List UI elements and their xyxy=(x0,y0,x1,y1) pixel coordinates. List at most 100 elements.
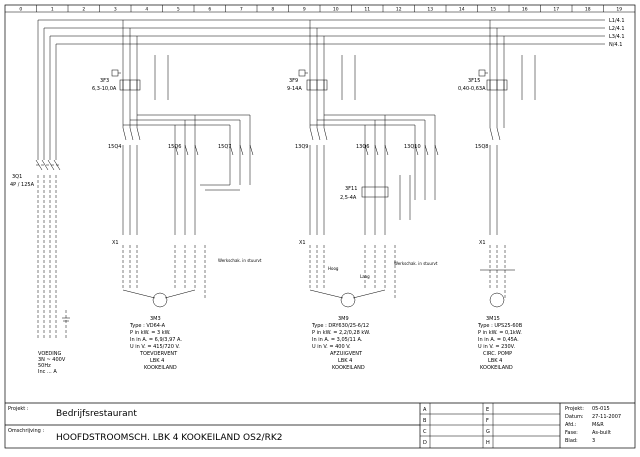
supply-label-3: 50Hz xyxy=(38,363,51,369)
group-2-spec-1: Type : DRY630/25-6/12 xyxy=(311,323,369,329)
supply-label-1: VOEDING xyxy=(38,351,61,357)
group-2-spec-3: In in A. = 3,05/11 A. xyxy=(312,337,363,343)
info-label-dept: Afd.: xyxy=(565,422,577,428)
bus-label-l3: L3/4.1 xyxy=(609,34,625,40)
group-2-protection-tag: 3F9 xyxy=(289,78,298,84)
group-2-spec-2: P in kW. = 2,2/0,28 kW. xyxy=(312,330,371,336)
group-1-protection-range: 6,3-10,0A xyxy=(92,86,117,92)
bus-label-l2: L2/4.1 xyxy=(609,26,625,32)
group-1-panel: LBK 4 xyxy=(150,358,164,364)
column-number: 5 xyxy=(177,7,180,13)
group-2-wiring xyxy=(298,20,439,308)
bus-lines xyxy=(38,19,605,45)
group-2-extra-tag: 3F11 xyxy=(345,186,357,192)
group-3-protection-range: 0,40-0,63A xyxy=(458,86,486,92)
group-1-location: KOOKEILAND xyxy=(144,365,177,371)
column-number: 15 xyxy=(490,7,496,13)
supply-label-2: 3N ~ 400V xyxy=(38,357,66,363)
column-number: 8 xyxy=(271,7,274,13)
column-number: 19 xyxy=(616,7,622,13)
column-number: 7 xyxy=(240,7,243,13)
group-1-spec-2: P in kW. = 3 kW. xyxy=(130,330,171,336)
group-3-panel: LBK 4 xyxy=(488,358,502,364)
supply-label-4: Inc ... A xyxy=(38,369,57,375)
column-number: 2 xyxy=(82,7,85,13)
info-label-sheet: Blad: xyxy=(565,438,578,444)
group-3-motor-tag: 3M15 xyxy=(486,316,500,322)
column-ticks xyxy=(36,5,604,12)
info-label-date: Datum: xyxy=(565,414,584,420)
group-2-motor-tag: 3M9 xyxy=(338,316,349,322)
revision-letter-g: G xyxy=(486,429,490,435)
group-2-contactor-tag-2: 13Q6 xyxy=(356,144,369,150)
info-label-phase: Fase: xyxy=(565,430,578,436)
info-value-project: 05-015 xyxy=(592,406,610,412)
group-1-terminal: X1 xyxy=(112,240,119,246)
group-1-spec-3: In in A. = 6,9/3,97 A. xyxy=(130,337,182,343)
column-number: 16 xyxy=(522,7,528,13)
group-2-speed-laag: Laag xyxy=(360,274,370,279)
revision-letter-d: D xyxy=(423,440,427,446)
column-number: 10 xyxy=(333,7,339,13)
info-label-project: Projekt: xyxy=(565,406,584,412)
revision-letter-f: F xyxy=(486,418,489,424)
column-number: 4 xyxy=(145,7,148,13)
description-label: Omschrijving : xyxy=(8,428,44,434)
revision-letter-b: B xyxy=(423,418,427,424)
supply-feed xyxy=(35,20,70,340)
column-number: 13 xyxy=(427,7,433,13)
group-2-contactor-tag-3: 13Q10 xyxy=(404,144,421,150)
info-value-sheet: 3 xyxy=(592,438,595,444)
group-2-terminal: X1 xyxy=(299,240,306,246)
revision-letter-e: E xyxy=(486,407,489,413)
group-1-note: Werkschak. in stuurvt xyxy=(218,258,262,263)
info-value-date: 27-11-2007 xyxy=(592,414,621,420)
group-1-contactor-tag-2: 15Q6 xyxy=(168,144,181,150)
revision-letter-a: A xyxy=(423,407,427,413)
group-2-speed-hoog: Hoog xyxy=(328,266,339,271)
group-1-motor-tag: 3M3 xyxy=(150,316,161,322)
project-value: Bedrijfsrestaurant xyxy=(56,409,137,419)
supply-tag: 3Q1 xyxy=(12,174,22,180)
group-1-spec-4: U in V. = 415/720 V. xyxy=(130,344,180,350)
group-1-protection-tag: 3F3 xyxy=(100,78,109,84)
group-2-spec-4: U in V. = 400 V. xyxy=(312,344,351,350)
column-number: 11 xyxy=(364,7,370,13)
drawing-frame xyxy=(4,4,636,449)
group-2-panel: LBK 4 xyxy=(338,358,352,364)
group-3-protection-tag: 3F15 xyxy=(468,78,480,84)
column-number: 14 xyxy=(459,7,465,13)
description-value: HOOFDSTROOMSCH. LBK 4 KOOKEILAND OS2/RK2 xyxy=(56,433,282,443)
group-3-spec-4: U in V. = 230V. xyxy=(478,344,515,350)
info-value-dept: M&R xyxy=(592,422,604,428)
group-1-contactor-tag-3: 15Q7 xyxy=(218,144,231,150)
column-number: 3 xyxy=(114,7,117,13)
revision-letter-h: H xyxy=(486,440,490,446)
title-block xyxy=(5,402,635,448)
group-1-function: TOEVOERVENT xyxy=(139,351,178,357)
group-2-location: KOOKEILAND xyxy=(332,365,365,371)
column-number: 6 xyxy=(208,7,211,13)
project-label: Projekt : xyxy=(8,406,29,412)
group-1-spec-1: Type : VD64-A xyxy=(129,323,166,329)
group-1-contactor-tag-1: 15Q4 xyxy=(108,144,121,150)
column-number: 18 xyxy=(585,7,591,13)
group-3-spec-1: Type : UPS25-60B xyxy=(477,323,523,329)
bus-label-n: N/4.1 xyxy=(609,42,622,48)
group-3-spec-3: In in A. = 0,45A. xyxy=(478,337,519,343)
column-number: 12 xyxy=(396,7,402,13)
group-1-wiring xyxy=(111,20,254,308)
group-2-contactor-tag-1: 13Q9 xyxy=(295,144,308,150)
revision-letter-c: C xyxy=(423,429,427,435)
group-2-protection-range: 9-14A xyxy=(287,86,302,92)
column-number: 1 xyxy=(51,7,54,13)
group-3-location: KOOKEILAND xyxy=(480,365,513,371)
column-number: 0 xyxy=(19,7,22,13)
column-number: 17 xyxy=(553,7,559,13)
group-3-contactor-tag-1: 15Q8 xyxy=(475,144,488,150)
group-2-function: AFZUIGVENT xyxy=(330,351,363,357)
group-2-extra-range: 2,5-4A xyxy=(340,195,357,201)
group-3-terminal: X1 xyxy=(479,240,486,246)
